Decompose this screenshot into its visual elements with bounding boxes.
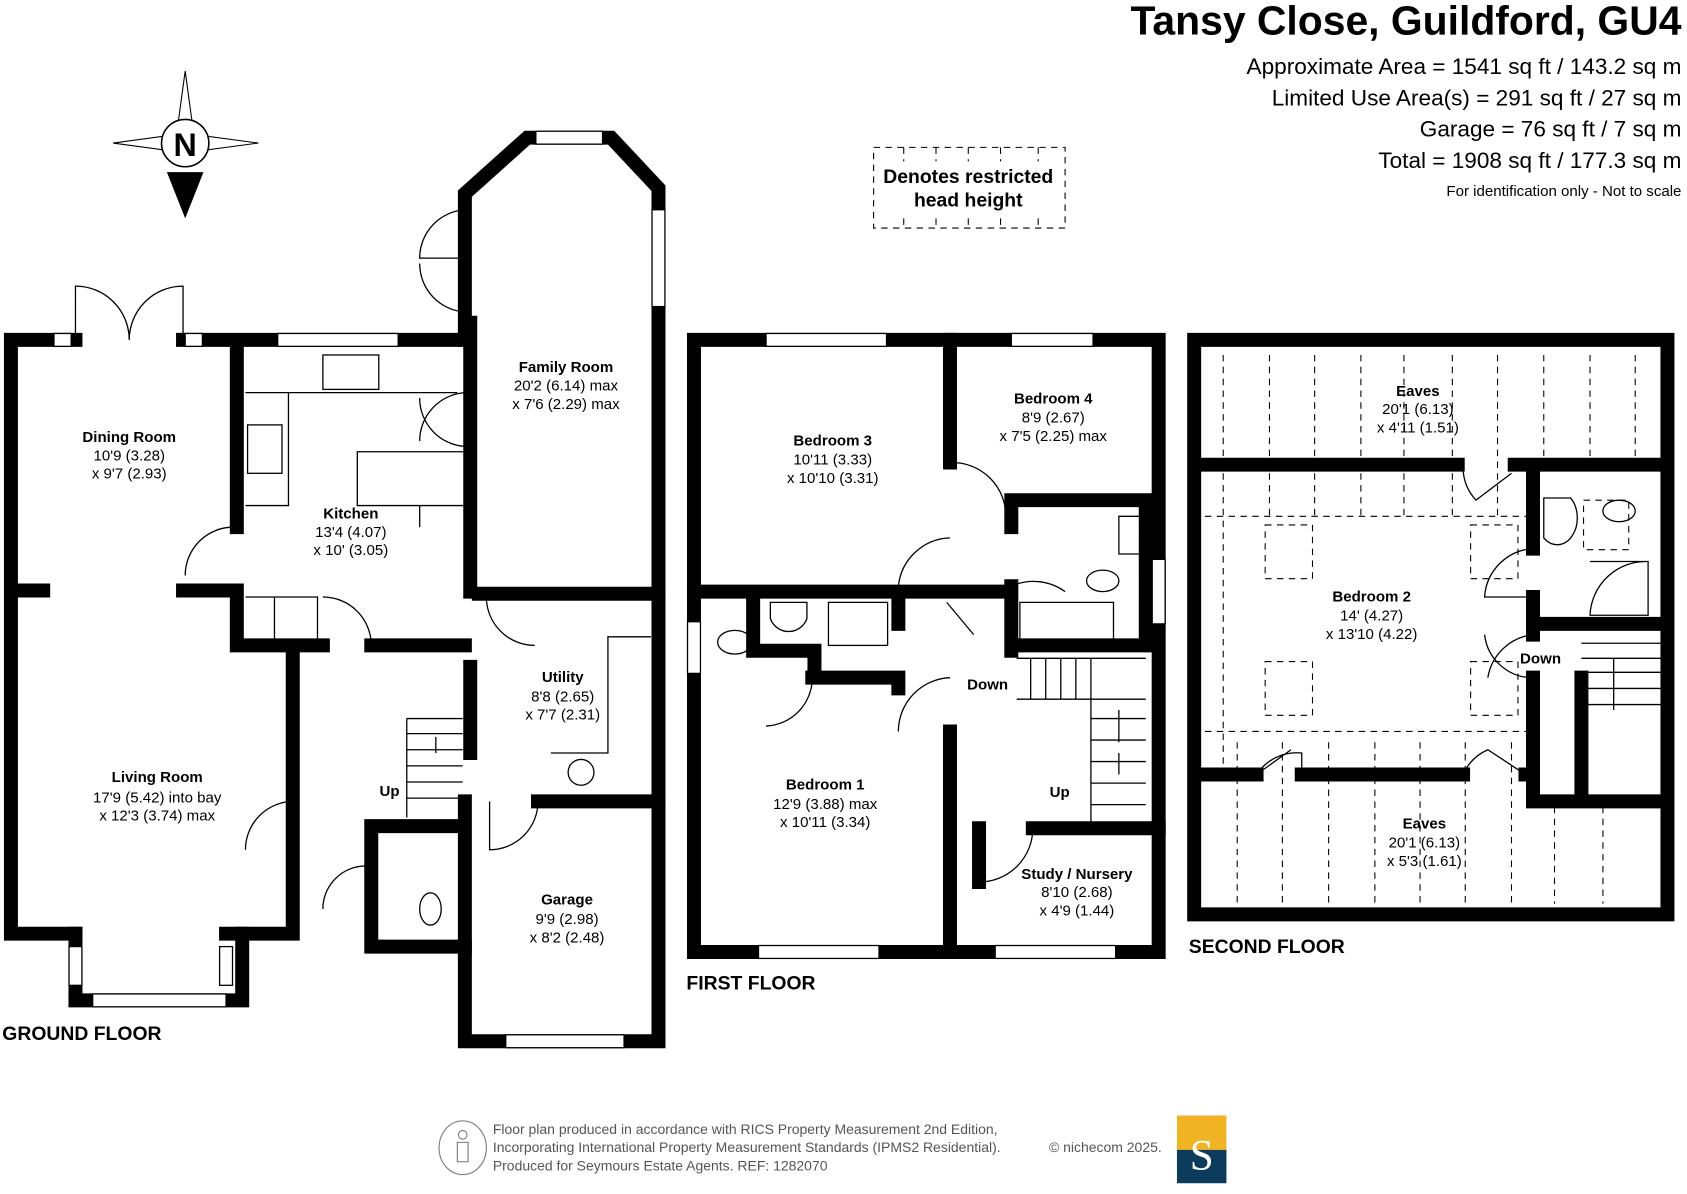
room-bed3-dim2: x 10'10 (3.31): [787, 470, 879, 487]
seymours-logo: S: [1176, 1115, 1227, 1184]
room-family-dim1: 20'2 (6.14) max: [514, 377, 619, 394]
footer: Floor plan produced in accordance with R…: [438, 1115, 1227, 1184]
room-dining-dim2: x 9'7 (2.93): [92, 466, 167, 483]
first-stairs-up-label: Up: [1050, 784, 1070, 801]
room-labels: Dining Room 10'9 (3.28) x 9'7 (2.93) Kit…: [82, 359, 1461, 946]
room-family-name: Family Room: [519, 359, 613, 376]
room-family-dim2: x 7'6 (2.29) max: [512, 396, 620, 413]
room-eaves-bottom-dim1: 20'1 (6.13): [1389, 835, 1460, 852]
first-floor-plan: Down Up: [686, 332, 1166, 960]
room-bed2-dim1: 14' (4.27): [1340, 608, 1403, 625]
first-stairs-down-label: Down: [967, 677, 1008, 694]
room-bed3-dim1: 10'11 (3.33): [793, 452, 872, 469]
first-floor-label: FIRST FLOOR: [686, 973, 815, 995]
ground-stairs-up-label: Up: [380, 783, 400, 800]
room-kitchen-dim2: x 10' (3.05): [313, 542, 388, 559]
second-stairs-down-label: Down: [1520, 651, 1561, 668]
footer-line-1: Floor plan produced in accordance with R…: [493, 1121, 998, 1137]
room-dining-dim1: 10'9 (3.28): [94, 447, 165, 464]
restricted-height-legend: Denotes restricted head height: [873, 146, 1066, 229]
room-study-dim2: x 4'9 (1.44): [1040, 902, 1115, 919]
room-eaves-top-dim1: 20'1 (6.13): [1382, 401, 1453, 418]
room-living-name: Living Room: [112, 769, 203, 786]
total-area: Total = 1908 sq ft / 177.3 sq m: [1378, 148, 1681, 173]
room-living-dim1: 17'9 (5.42) into bay: [93, 789, 222, 806]
person-icon: [438, 1120, 487, 1176]
second-floor-plan: Down: [1187, 332, 1675, 922]
legend-line-2: head height: [914, 190, 1023, 212]
room-eaves-top-name: Eaves: [1396, 383, 1440, 400]
room-bed4-name: Bedroom 4: [1014, 390, 1093, 407]
room-eaves-bottom-name: Eaves: [1403, 815, 1447, 832]
room-kitchen-name: Kitchen: [323, 505, 378, 522]
room-bed3-name: Bedroom 3: [793, 432, 872, 449]
room-garage-dim1: 9'9 (2.98): [535, 911, 598, 928]
room-bed2-dim2: x 13'10 (4.22): [1326, 626, 1418, 643]
room-bed4-dim2: x 7'5 (2.25) max: [1000, 428, 1108, 445]
property-title: Tansy Close, Guildford, GU4: [1131, 0, 1682, 43]
approximate-area: Approximate Area = 1541 sq ft / 143.2 sq…: [1247, 54, 1682, 79]
garage-area: Garage = 76 sq ft / 7 sq m: [1420, 117, 1682, 142]
room-study-name: Study / Nursery: [1021, 866, 1133, 883]
room-bed4-dim1: 8'9 (2.67): [1022, 410, 1085, 427]
room-utility-dim2: x 7'7 (2.31): [525, 707, 600, 724]
room-kitchen-dim1: 13'4 (4.07): [315, 524, 386, 541]
room-living-dim2: x 12'3 (3.74) max: [99, 808, 215, 825]
compass-icon: N: [113, 70, 259, 219]
room-eaves-top-dim2: x 4'11 (1.51): [1377, 419, 1459, 436]
room-bed2-name: Bedroom 2: [1332, 588, 1411, 605]
room-utility-dim1: 8'8 (2.65): [531, 688, 594, 705]
room-utility-name: Utility: [542, 669, 584, 686]
room-bed1-name: Bedroom 1: [786, 777, 865, 794]
room-garage-dim2: x 8'2 (2.48): [530, 929, 605, 946]
second-floor-label: SECOND FLOOR: [1189, 936, 1345, 958]
limited-use-area: Limited Use Area(s) = 291 sq ft / 27 sq …: [1272, 85, 1682, 110]
legend-line-1: Denotes restricted: [883, 166, 1053, 188]
room-eaves-bottom-dim2: x 5'3 (1.61): [1387, 853, 1462, 870]
footer-line-2: Incorporating International Property Mea…: [493, 1139, 1001, 1155]
footer-line-3: Produced for Seymours Estate Agents. REF…: [493, 1157, 828, 1173]
ground-floor-plan: Up: [3, 130, 666, 1049]
room-dining-name: Dining Room: [82, 429, 176, 446]
room-study-dim1: 8'10 (2.68): [1041, 884, 1112, 901]
logo-letter: S: [1190, 1132, 1214, 1179]
footer-copyright: © nichecom 2025.: [1049, 1139, 1162, 1155]
ground-floor-label: GROUND FLOOR: [2, 1023, 161, 1045]
scale-note: For identification only - Not to scale: [1446, 183, 1681, 200]
room-garage-name: Garage: [541, 892, 593, 909]
compass-north-letter: N: [174, 127, 197, 163]
room-bed1-dim2: x 10'11 (3.34): [780, 814, 870, 831]
room-bed1-dim1: 12'9 (3.88) max: [773, 796, 878, 813]
